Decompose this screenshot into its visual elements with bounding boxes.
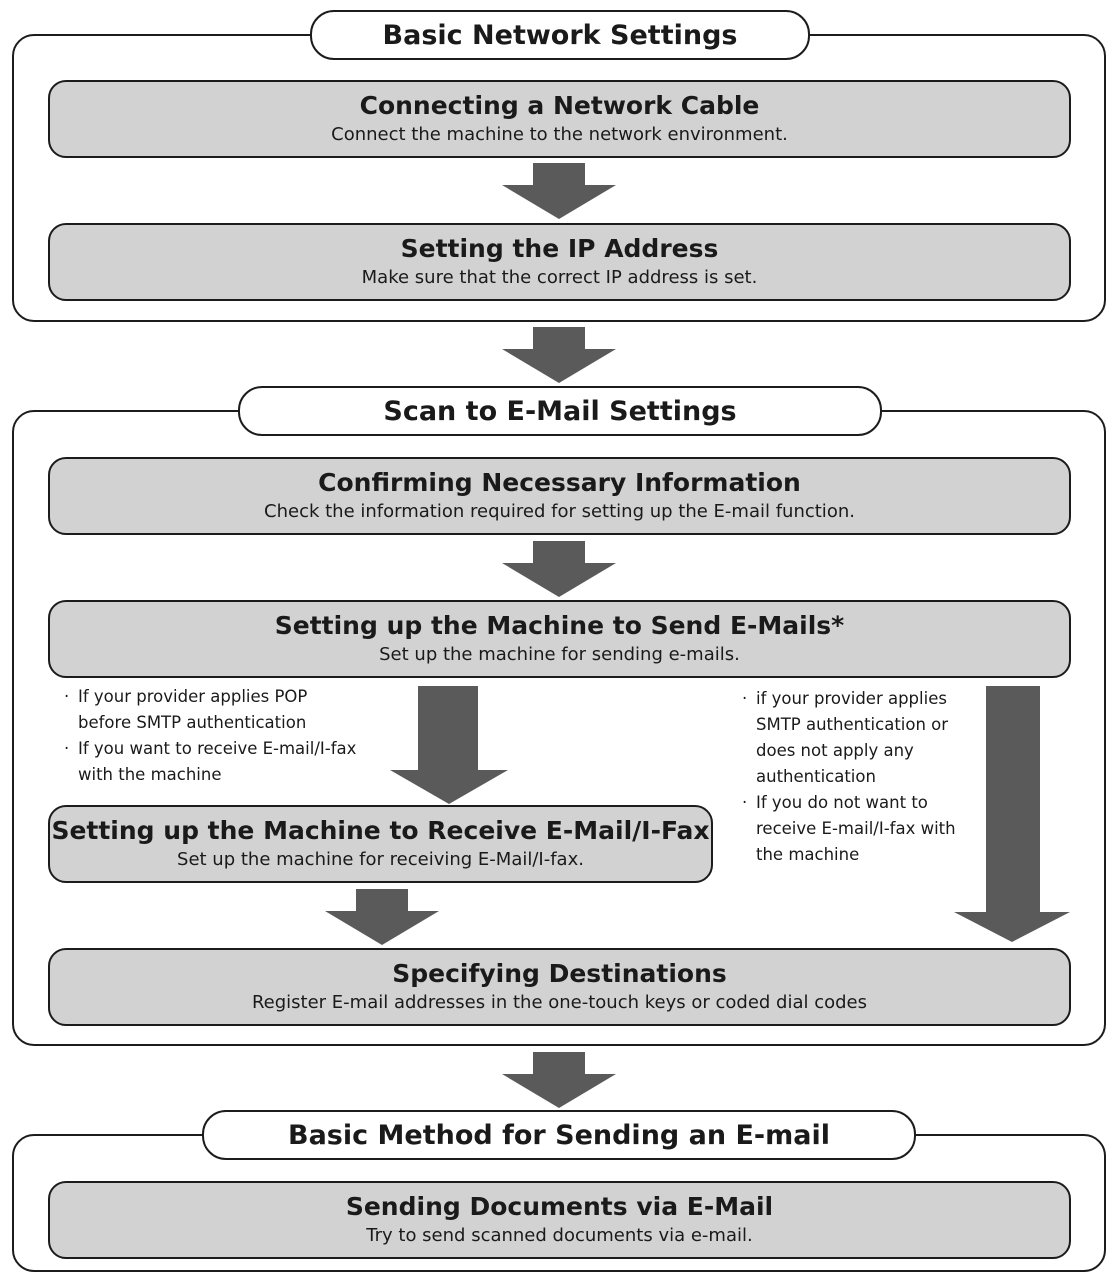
flow-arrow-down-icon [502, 541, 616, 597]
branch-notes-right: if your provider applies SMTP authentica… [740, 686, 956, 868]
note-line: the machine [756, 845, 860, 864]
note-item: If you want to receive E-mail/I-fax with… [62, 736, 356, 788]
step-specifying-destinations: Specifying Destinations Register E-mail … [48, 948, 1071, 1026]
section-title-scan-to-email-settings: Scan to E-Mail Settings [238, 386, 882, 436]
flow-arrow-down-icon [325, 889, 439, 945]
step-setting-up-receive-email-ifax: Setting up the Machine to Receive E-Mail… [48, 805, 713, 883]
note-item: if your provider applies SMTP authentica… [740, 686, 956, 790]
step-description: Set up the machine for receiving E-Mail/… [177, 849, 584, 870]
step-title: Setting the IP Address [400, 234, 719, 263]
step-description: Make sure that the correct IP address is… [361, 267, 758, 288]
note-line: If your provider applies POP [78, 687, 308, 706]
note-line: if your provider applies [756, 689, 947, 708]
note-line: SMTP authentication or [756, 715, 949, 734]
note-line: with the machine [78, 765, 222, 784]
step-description: Check the information required for setti… [264, 501, 855, 522]
step-description: Try to send scanned documents via e-mail… [366, 1225, 753, 1246]
note-line: If you want to receive E-mail/I-fax [78, 739, 357, 758]
step-confirming-necessary-information: Confirming Necessary Information Check t… [48, 457, 1071, 535]
branch-notes-left: If your provider applies POP before SMTP… [62, 684, 356, 788]
note-item: If you do not want to receive E-mail/I-f… [740, 790, 956, 868]
step-setting-up-send-emails: Setting up the Machine to Send E-Mails* … [48, 600, 1071, 678]
flow-arrow-down-icon [502, 327, 616, 383]
step-title: Setting up the Machine to Receive E-Mail… [51, 816, 710, 845]
step-sending-documents-via-email: Sending Documents via E-Mail Try to send… [48, 1181, 1071, 1259]
step-connecting-network-cable: Connecting a Network Cable Connect the m… [48, 80, 1071, 158]
step-description: Register E-mail addresses in the one-tou… [251, 992, 868, 1013]
note-line: authentication [756, 767, 876, 786]
step-description: Connect the machine to the network envir… [331, 124, 788, 145]
step-title: Connecting a Network Cable [359, 91, 760, 120]
step-title: Specifying Destinations [392, 959, 727, 988]
note-line: If you do not want to [756, 793, 928, 812]
note-item: If your provider applies POP before SMTP… [62, 684, 356, 736]
section-title-basic-network-settings: Basic Network Settings [310, 10, 810, 60]
note-line: receive E-mail/I-fax with [756, 819, 956, 838]
step-setting-ip-address: Setting the IP Address Make sure that th… [48, 223, 1071, 301]
flow-arrow-down-icon [502, 163, 616, 219]
flow-arrow-down-icon [954, 686, 1070, 942]
flow-arrow-down-icon [502, 1052, 616, 1108]
step-title: Sending Documents via E-Mail [345, 1192, 774, 1221]
flow-arrow-down-icon [390, 686, 508, 804]
step-description: Set up the machine for sending e-mails. [379, 644, 740, 665]
step-title: Setting up the Machine to Send E-Mails* [274, 611, 845, 640]
section-title-basic-method-sending-email: Basic Method for Sending an E-mail [202, 1110, 916, 1160]
note-line: before SMTP authentication [78, 713, 307, 732]
step-title: Confirming Necessary Information [318, 468, 801, 497]
note-line: does not apply any [756, 741, 914, 760]
